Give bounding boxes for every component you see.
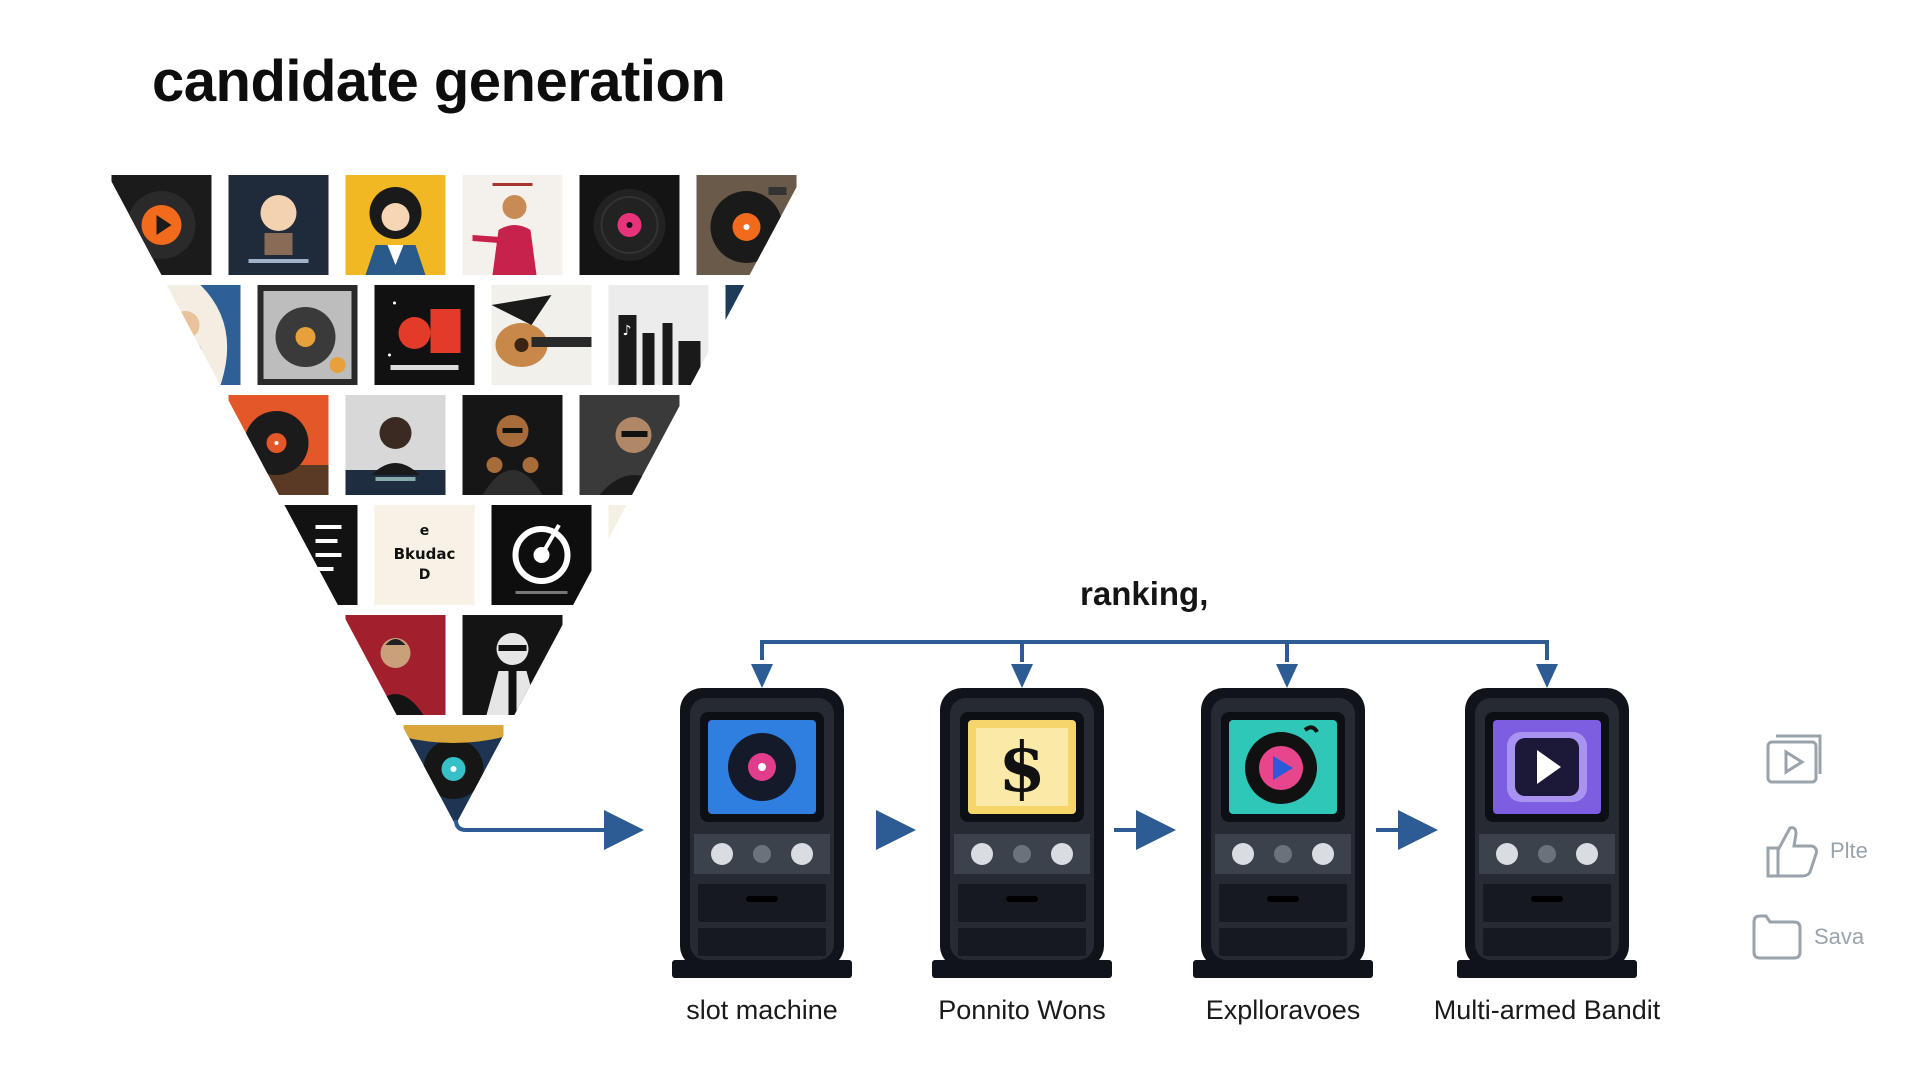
vinyl-record-icon [579,175,680,275]
album-tile [137,285,244,385]
album-tile [342,175,449,275]
portrait-icon [462,615,563,715]
machine-4[interactable] [1457,688,1637,978]
vinyl-record-icon [608,505,709,605]
portrait-icon [345,175,446,275]
machine-button [971,843,993,865]
guitar-icon [491,285,592,385]
dollar-sign-icon: $ [998,728,1045,808]
vinyl-record-icon [728,733,796,801]
bracket-arrowheads [751,664,1558,688]
city-icon: ♪ [608,285,709,385]
machine-button [1232,843,1254,865]
vinyl-record-icon [374,285,475,385]
portrait-icon [140,285,241,385]
portrait-icon [345,615,446,715]
machine-button [1312,843,1334,865]
machine-label-1: slot machine [686,995,838,1025]
portrait-icon [462,395,563,495]
portrait-icon [228,175,329,275]
portrait-icon [462,175,563,275]
portrait-icon [725,285,803,385]
album-tile [108,175,215,275]
like-button[interactable]: Plte [1764,822,1868,880]
machine-button [753,845,771,863]
album-tile [254,285,361,385]
slot-machine-body [1193,688,1373,978]
vinyl-record-icon [111,175,212,275]
ranking-label: ranking, [1080,575,1209,612]
ranking-bracket [760,640,1549,662]
page-title: candidate generation [152,49,726,114]
album-tile [225,395,332,495]
turntable-icon [257,285,358,385]
machine-2[interactable]: $ [932,688,1112,978]
album-tile [225,175,332,275]
video-play-button[interactable] [1764,730,1824,786]
thumbs-up-icon [1766,826,1818,878]
album-tile [722,285,803,385]
album-tile [488,285,595,385]
save-label: Sava [1814,924,1865,949]
pyramid-to-machine-arrow [454,810,644,850]
music-disc-icon [1245,725,1319,804]
album-tile [605,505,712,605]
album-tile [342,615,449,715]
vinyl-record-icon [403,725,504,825]
machine-button [1274,845,1292,863]
machine-button [1013,845,1031,863]
slot-machine-body: $ [932,688,1112,978]
album-tile [371,285,478,385]
machine-3[interactable] [1193,688,1373,978]
vinyl-record-icon [491,505,592,605]
svg-text:♪: ♪ [623,323,632,339]
album-tile [459,175,566,275]
portrait-icon [579,395,680,495]
machine-button [791,843,813,865]
vinyl-record-icon [228,395,329,495]
machine-label-3: Explloravoes [1205,995,1361,1025]
machine-button [711,843,733,865]
album-tile [576,175,683,275]
save-icon [1752,914,1802,960]
lines-icon [257,505,358,605]
machine-button [1051,843,1073,865]
svg-text:D: D [419,567,431,583]
machine-1[interactable] [672,688,852,978]
album-tile [693,175,800,275]
album-tile [488,505,595,605]
portrait-icon [345,395,446,495]
album-tile [576,395,683,495]
slot-machine-body [672,688,852,978]
save-button[interactable]: Sava [1750,912,1864,962]
album-tile [459,615,566,715]
machine-button [1576,843,1598,865]
album-tile [342,395,449,495]
machine-label-2: Ponnito Wons [938,995,1106,1025]
album-tile [400,725,507,825]
machine-label-4: Multi-armed Bandit [1433,995,1661,1025]
album-tile [254,505,361,605]
like-label: Plte [1830,838,1868,863]
video-play-icon [1766,734,1822,784]
machine-button [1538,845,1556,863]
svg-text:e: e [420,523,430,539]
machine-button [1496,843,1518,865]
text-cover-label: Bkudac [394,545,456,563]
album-tile: ♪ [605,285,712,385]
vinyl-record-icon [696,175,797,275]
album-tile [459,395,566,495]
play-icon [1537,750,1561,784]
slot-machine-body [1457,688,1637,978]
